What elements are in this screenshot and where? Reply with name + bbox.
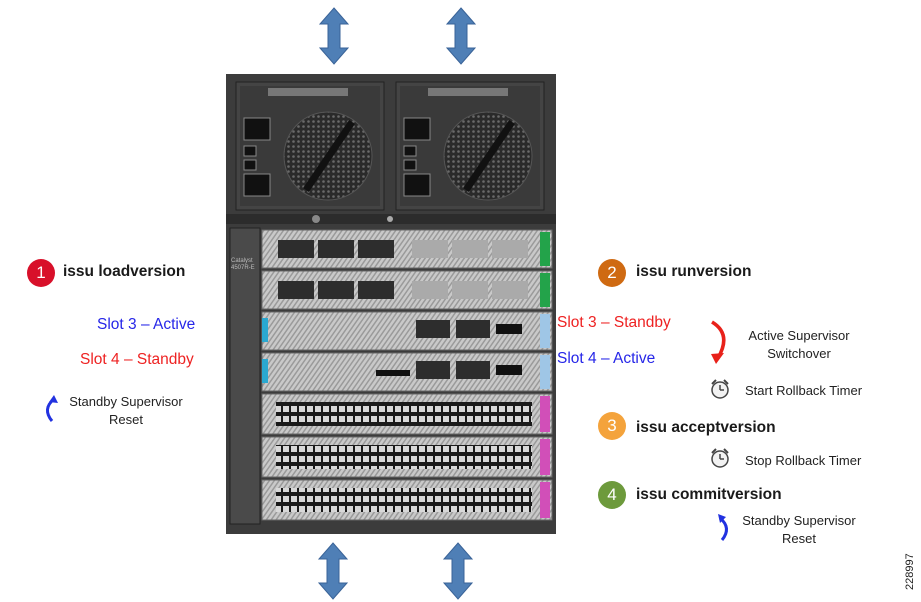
right-slot3-label: Slot 3 – Standby [557, 314, 671, 331]
start-timer-label: Start Rollback Timer [745, 383, 863, 398]
power-supply-left [235, 81, 385, 211]
step-2-badge: 2 [598, 259, 626, 287]
switchover-curved-arrow-icon [711, 320, 726, 364]
left-reset-note: Standby Supervisor Reset [60, 393, 192, 429]
step-4-badge: 4 [598, 481, 626, 509]
left-slot3-label: Slot 3 – Active [97, 316, 196, 333]
step-1-label: issu loadversion [63, 263, 186, 280]
switch-chassis [226, 74, 556, 534]
right-reset-curved-arrow-icon [718, 514, 728, 541]
stop-timer-alarm-clock-icon [711, 448, 729, 468]
airflow-top-left-icon [319, 7, 349, 65]
figure-id: 228997 [904, 553, 916, 590]
power-supply-right [395, 81, 545, 211]
step-3-badge: 3 [598, 412, 626, 440]
ethernet-card-1 [261, 393, 553, 435]
left-slot4-label: Slot 4 – Standby [80, 351, 194, 368]
ethernet-card-3 [261, 479, 553, 521]
line-card-1 [261, 229, 553, 269]
airflow-bottom-right-icon [443, 542, 473, 600]
step-3-label: issu acceptversion [636, 419, 776, 436]
airflow-top-right-icon [446, 7, 476, 65]
switchover-note: Active Supervisor Switchover [734, 327, 864, 363]
left-reset-line1: Standby Supervisor [69, 394, 183, 409]
step-2-label: issu runversion [636, 263, 752, 280]
ethernet-card-2 [261, 436, 553, 478]
line-card-2 [261, 270, 553, 310]
left-reset-line2: Reset [109, 412, 143, 427]
supervisor-slot-4 [261, 352, 553, 392]
step-1-badge: 1 [27, 259, 55, 287]
supervisor-slot-3 [261, 311, 553, 351]
step-4-label: issu commitversion [636, 486, 782, 503]
switchover-line1: Active Supervisor [748, 328, 850, 343]
right-slot4-label: Slot 4 – Active [557, 350, 656, 367]
chassis-brand-label: Catalyst 4507R-E [231, 258, 255, 271]
right-reset-line1: Standby Supervisor [742, 513, 856, 528]
right-reset-note: Standby Supervisor Reset [734, 512, 864, 548]
right-reset-line2: Reset [782, 531, 816, 546]
start-timer-alarm-clock-icon [711, 379, 729, 399]
switchover-line2: Switchover [767, 346, 831, 361]
airflow-bottom-left-icon [318, 542, 348, 600]
stop-timer-label: Stop Rollback Timer [745, 453, 862, 468]
left-reset-curved-arrow-icon [46, 395, 58, 422]
